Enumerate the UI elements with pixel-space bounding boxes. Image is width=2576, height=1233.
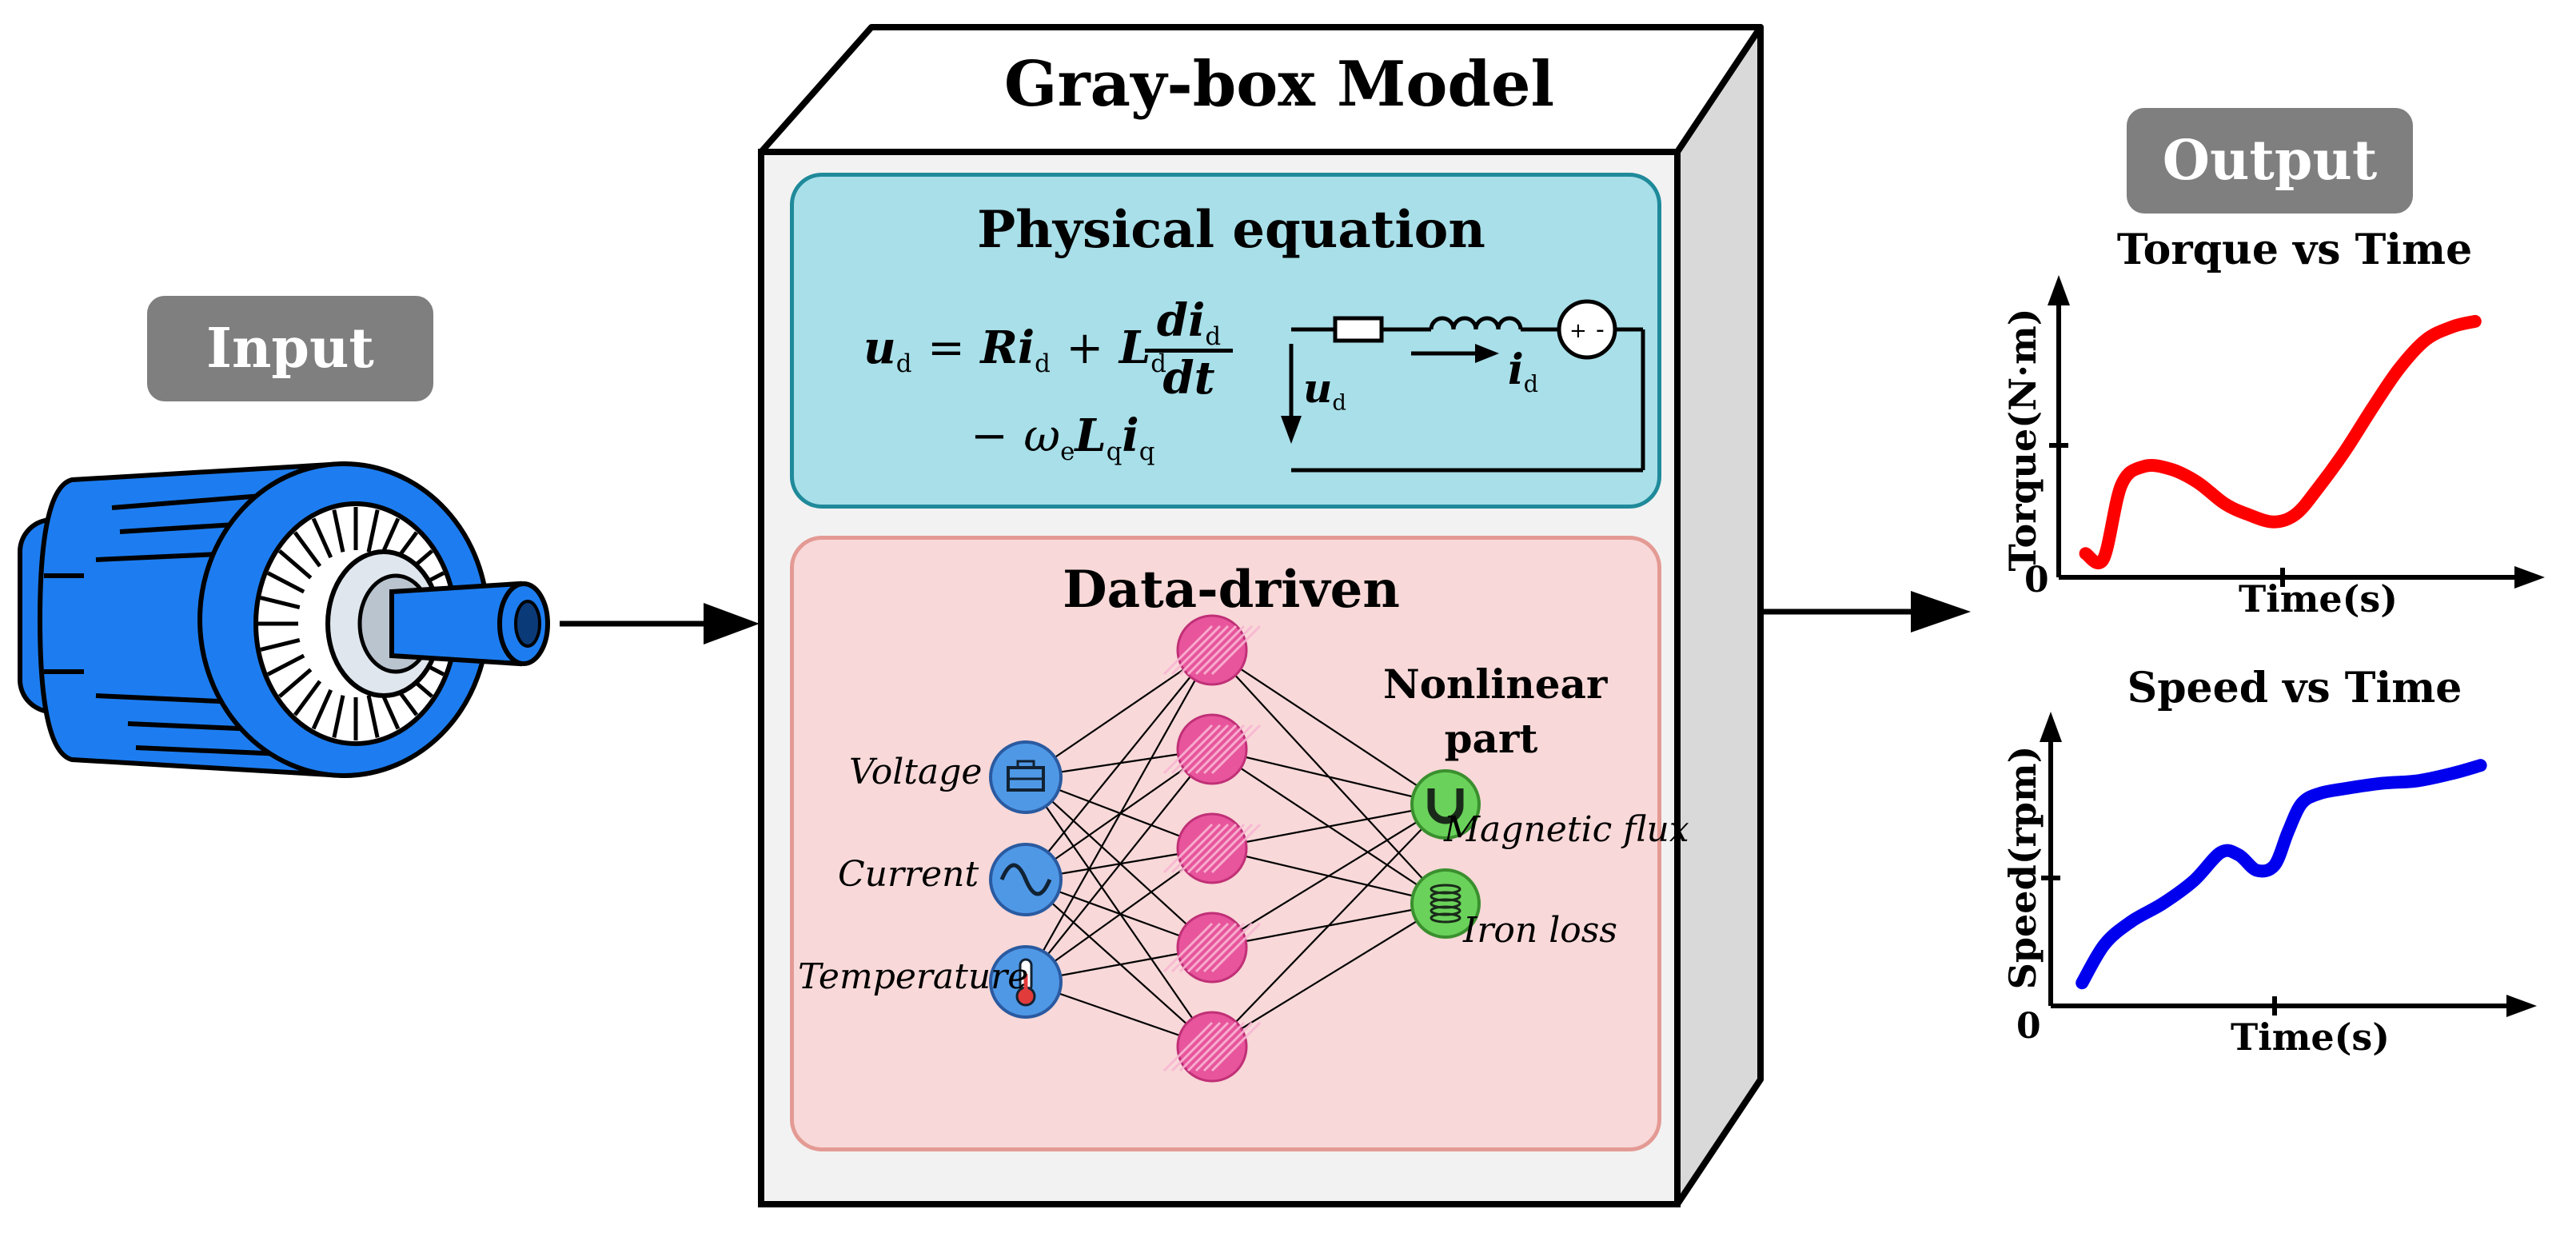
y-axis-arrow xyxy=(2040,712,2062,742)
y-axis-arrow xyxy=(2048,275,2070,305)
battery-icon xyxy=(989,740,1063,814)
circuit-voltage-label: ud xyxy=(1303,365,1346,416)
speed-chart-title: Speed vs Time xyxy=(2127,664,2462,712)
equation-fraction-numerator: did xyxy=(1156,294,1222,351)
input-label-voltage: Voltage xyxy=(849,752,983,792)
torque-origin-label: 0 xyxy=(2024,560,2049,601)
source-plus: + xyxy=(1569,319,1587,343)
circuit-diagram: + - xyxy=(1281,299,1645,473)
nn-edge xyxy=(1025,879,1213,1047)
input-label-current: Current xyxy=(838,854,979,895)
model-title: Gray-box Model xyxy=(1003,48,1555,121)
torque-y-axis-label: Torque(N·m) xyxy=(2001,308,2044,572)
hidden-node xyxy=(1162,713,1262,785)
nn-edge xyxy=(1025,649,1213,778)
equation-fraction-denominator: dt xyxy=(1162,352,1215,405)
hidden-node xyxy=(1162,1011,1262,1083)
x-axis-arrow xyxy=(2514,566,2545,589)
input-tag: Input xyxy=(147,296,433,401)
fraction-bar xyxy=(1145,349,1233,353)
torque-x-axis-label: Time(s) xyxy=(2239,577,2399,620)
speed-chart xyxy=(2040,712,2537,1017)
nn-edge xyxy=(1025,776,1213,1047)
output-tag: Output xyxy=(2127,108,2413,213)
nn-edge xyxy=(1211,804,1446,1047)
speed-y-axis-label: Speed(rpm) xyxy=(2001,745,2044,990)
hidden-node xyxy=(1162,912,1262,984)
nn-edge xyxy=(1025,649,1213,983)
input-label-temperature: Temperature xyxy=(798,956,1029,997)
nn-edge xyxy=(1025,649,1213,880)
nonlinear-label-line1: Nonlinear xyxy=(1383,660,1608,708)
torque-chart-title: Torque vs Time xyxy=(2116,225,2473,274)
coil-icon xyxy=(1410,868,1481,939)
equation-line-2: − ωeLqiq xyxy=(971,409,1155,466)
torque-chart xyxy=(2048,275,2545,589)
source-minus: - xyxy=(1596,316,1605,344)
nn-edge xyxy=(1211,803,1446,850)
physical-equation-panel xyxy=(790,173,1661,509)
data-driven-title: Data-driven xyxy=(1063,560,1400,620)
input-arrow xyxy=(560,603,760,644)
series-line xyxy=(2076,759,2487,990)
magnet-icon xyxy=(1410,769,1481,840)
physical-equation-title: Physical equation xyxy=(977,200,1485,260)
nonlinear-label-line2: part xyxy=(1444,715,1538,762)
output-arrow xyxy=(1759,591,1971,632)
speed-x-axis-label: Time(s) xyxy=(2231,1016,2391,1059)
speed-origin-label: 0 xyxy=(2016,1006,2041,1047)
sine-wave-icon xyxy=(989,843,1063,916)
thermometer-icon xyxy=(989,945,1063,1019)
nn-edge xyxy=(1025,748,1213,983)
output-label-iron-loss: Iron loss xyxy=(1463,910,1617,951)
equation-line-1: ud = Rid + Ld xyxy=(863,321,1166,378)
motor-illustration xyxy=(18,461,550,779)
nn-edge xyxy=(1025,776,1213,948)
hidden-node xyxy=(1162,812,1262,884)
hidden-node xyxy=(1162,614,1262,686)
x-axis-arrow xyxy=(2506,995,2537,1017)
circuit-current-label: id xyxy=(1508,345,1539,397)
series-line xyxy=(2079,314,2482,569)
nn-edge xyxy=(1211,748,1446,806)
neural-network xyxy=(989,614,1481,1083)
output-label-magnetic-flux: Magnetic flux xyxy=(1444,809,1689,850)
nn-edge xyxy=(1211,649,1446,805)
